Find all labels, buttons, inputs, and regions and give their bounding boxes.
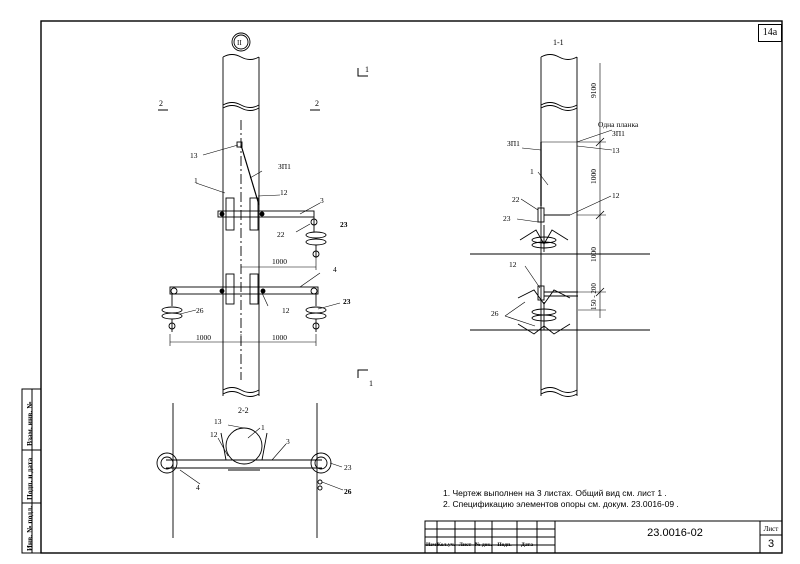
section1-callout-zp1: ЗП1	[507, 139, 520, 148]
section1-callout-1: 1	[530, 167, 534, 176]
note-1: 1. Чертеж выполнен на 3 листах. Общий ви…	[443, 488, 667, 498]
callout-4: 4	[333, 265, 337, 274]
cell-list: Лист	[458, 542, 472, 548]
section-callout-23: 23	[344, 463, 352, 472]
dim-1000-right: 1000	[272, 333, 287, 342]
section-callout-4: 4	[196, 483, 200, 492]
stamp-sign: Подп. и дата	[25, 457, 34, 500]
section1-callout-23: 23	[503, 214, 511, 223]
dim-1000-upper: 1000	[272, 257, 287, 266]
section-callout-12: 12	[210, 430, 218, 439]
sheet-frame	[40, 20, 783, 554]
callout-22: 22	[277, 230, 285, 239]
callout-zp1: ЗП1	[278, 162, 291, 171]
plate-note-line1: Одна планка	[598, 120, 639, 129]
section1-callout-22: 22	[512, 195, 520, 204]
dim-1000-left: 1000	[196, 333, 211, 342]
stamp-inv: Инв. № подл.	[25, 505, 34, 551]
callout-26: 26	[196, 306, 204, 315]
view-circle-label: II	[237, 39, 242, 47]
dim-9100: 9100	[589, 83, 598, 98]
main-view	[158, 32, 368, 397]
section-1-1-title: 1-1	[553, 38, 564, 47]
cell-doc: № док.	[475, 542, 492, 548]
section1-callout-13: 13	[612, 146, 620, 155]
dim-1000-section-upper: 1000	[589, 169, 598, 184]
section-callout-26: 26	[344, 487, 352, 496]
title-block	[424, 520, 783, 554]
cell-sign: Подп.	[497, 542, 512, 548]
cut-mark-right: 2	[315, 99, 319, 108]
section-callout-3: 3	[286, 437, 290, 446]
sheet-label: Лист	[763, 525, 779, 533]
doc-code: 23.0016-02	[647, 527, 703, 539]
cut-mark-bottom: 1	[369, 379, 373, 388]
callout-23: 23	[340, 220, 348, 229]
plate-note-line2: ЗП1	[612, 129, 625, 138]
view-circle	[231, 32, 251, 52]
section1-callout-26: 26	[491, 309, 499, 318]
section1-callout-12-lower: 12	[509, 260, 517, 269]
section-1-1	[470, 54, 650, 397]
section1-callout-12: 12	[612, 191, 620, 200]
drawing-notes: 1. Чертеж выполнен на 3 листах. Общий ви…	[443, 488, 679, 510]
sheet-marker: 14а	[758, 24, 782, 42]
callout-1: 1	[194, 176, 198, 185]
section-2-2-title: 2-2	[238, 406, 249, 415]
callout-23-lower: 23	[343, 297, 351, 306]
left-stamp	[21, 388, 42, 554]
callout-12: 12	[280, 188, 288, 197]
callout-12-lower: 12	[282, 306, 290, 315]
dim-1000-section-lower: 1000	[589, 247, 598, 262]
cut-mark-left: 2	[159, 99, 163, 108]
dim-150-200: 150 - 200	[590, 283, 598, 310]
section-callout-13: 13	[214, 417, 222, 426]
section-callout-1: 1	[261, 423, 265, 432]
stamp-replace: Взам. инв. №	[25, 401, 34, 446]
callout-3: 3	[320, 196, 324, 205]
cell-kol: Кол.уч.	[437, 542, 456, 548]
callout-13: 13	[190, 151, 198, 160]
cell-date: Дата	[521, 542, 533, 548]
note-2: 2. Спецификацию элементов опоры см. доку…	[443, 499, 679, 509]
sheet-number: 3	[767, 538, 775, 550]
cut-mark-top: 1	[365, 65, 369, 74]
section-2-2	[156, 403, 344, 538]
cell-izm: Изм.	[426, 542, 438, 548]
